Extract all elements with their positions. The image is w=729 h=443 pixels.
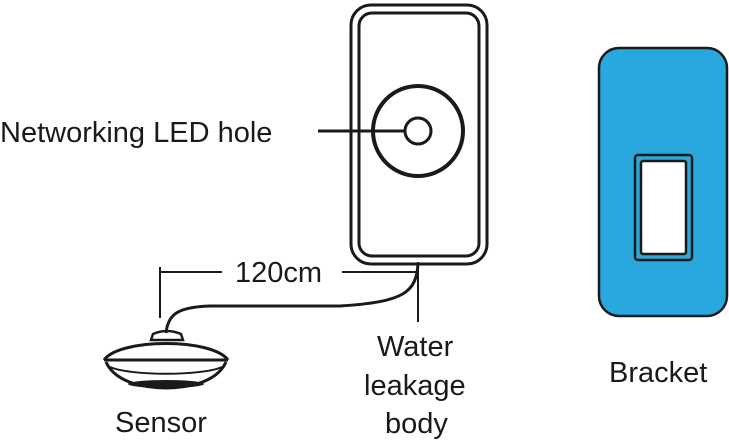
bracket — [597, 46, 729, 318]
bracket-slot-outer — [633, 153, 694, 262]
sensor-cable — [164, 263, 420, 334]
cable-dimension — [159, 262, 419, 322]
led-hole-label: Networking LED hole — [0, 117, 272, 149]
bracket-label: Bracket — [609, 357, 707, 389]
water-leakage-body — [349, 3, 489, 266]
bracket-slot-inner — [639, 159, 688, 256]
body-inner-outline — [357, 11, 481, 258]
led-hole — [403, 116, 433, 146]
cable-length-label: 120cm — [235, 257, 322, 289]
sensor-base-groove — [109, 366, 223, 375]
sensor — [102, 329, 230, 390]
sensor-dome — [102, 342, 230, 362]
sensor-label: Sensor — [115, 407, 207, 439]
body-label-line-2: leakage — [364, 370, 466, 402]
sensor-foot — [128, 380, 204, 388]
body-label-line-3: body — [385, 408, 448, 440]
body-label-line-1: Water — [377, 331, 454, 363]
sensor-cap — [149, 329, 185, 342]
